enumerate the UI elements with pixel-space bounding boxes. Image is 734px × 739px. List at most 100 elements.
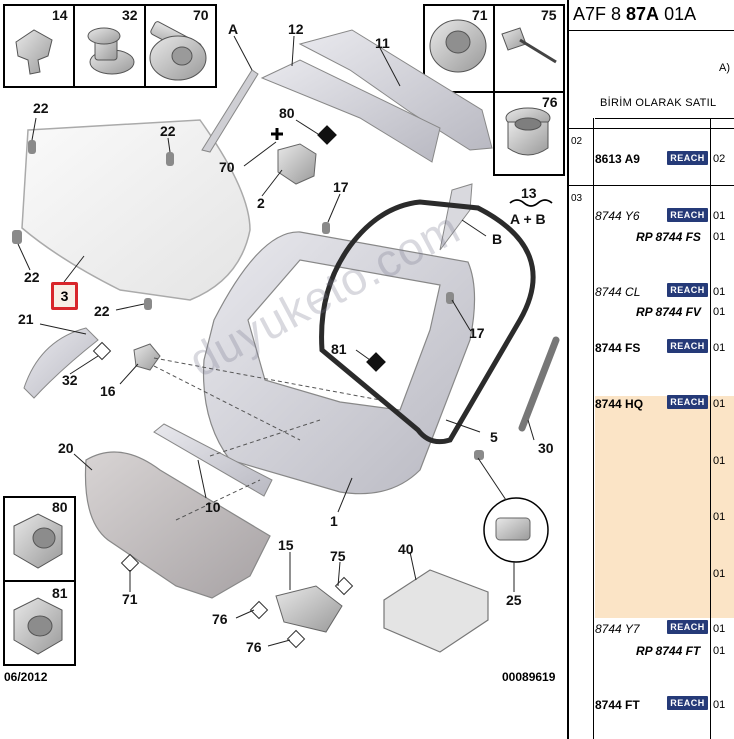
qty: 01 (713, 699, 726, 711)
trim-strip-A (201, 69, 259, 153)
callout-squares (92, 341, 354, 649)
highlighted-rows-band (595, 396, 734, 618)
trim-strip-10 (153, 423, 273, 497)
push-rivet-32-icon (87, 27, 135, 75)
code-suffix: 01A (659, 4, 697, 24)
group-02: 02 (571, 136, 583, 147)
label-3: 3 (60, 288, 69, 304)
plus-marker (271, 128, 283, 140)
part-ref-selected[interactable]: 8744 HQ (595, 397, 644, 411)
part-ref[interactable]: 8744 FT (595, 698, 640, 712)
part-ref[interactable]: 8744 Y6 (595, 209, 640, 223)
tailgate-1 (202, 231, 476, 495)
column-divider (593, 118, 594, 739)
screw-70-icon (149, 21, 207, 81)
label-2: 2 (257, 195, 265, 211)
tilde-mark-13 (509, 199, 553, 207)
label-70-diagram: 70 (219, 159, 235, 175)
reach-badge: REACH (667, 620, 708, 634)
label-76-lower: 76 (246, 639, 262, 655)
label-14: 14 (52, 7, 68, 23)
label-40: 40 (398, 541, 414, 557)
label-32-diagram: 32 (62, 372, 78, 388)
label-22-top: 22 (33, 100, 49, 116)
spoiler-11 (298, 29, 493, 151)
label-22-mid: 22 (160, 123, 176, 139)
dashed-assembly-lines (153, 357, 381, 521)
part-ref[interactable]: 8744 CL (595, 285, 641, 299)
reach-badge: REACH (667, 151, 708, 165)
qty: 01 (713, 286, 726, 298)
part-ref[interactable]: 8744 Y7 (595, 622, 640, 636)
label-a-plus-b: A + B (510, 211, 546, 227)
qty: 01 (713, 398, 726, 410)
clip-14-icon (15, 29, 53, 75)
label-76: 76 (542, 94, 558, 110)
exploded-parts-diagram: 14 32 70 71 75 76 80 81 A 12 11 22 22 80… (3, 4, 565, 684)
qty: 01 (713, 342, 726, 354)
label-17-right: 17 (469, 325, 485, 341)
parts-table-panel: A7F 8 87A 01A A) BİRİM OLARAK SATIL 02 0… (567, 0, 734, 739)
replacement-ref[interactable]: RP 8744 FS (636, 230, 701, 244)
label-22-low: 22 (94, 303, 110, 319)
highlighted-part-3[interactable]: 3 (51, 282, 78, 310)
label-12: 12 (288, 21, 304, 37)
qty: 01 (713, 623, 726, 635)
thumb-box-14-32-70 (3, 4, 217, 88)
qty: 01 (713, 568, 726, 580)
qty: 01 (713, 306, 726, 318)
qty: 01 (713, 455, 726, 467)
qty: 01 (713, 210, 726, 222)
clip-71-icon (429, 19, 487, 73)
label-16: 16 (100, 383, 116, 399)
label-80-box: 80 (52, 499, 68, 515)
reach-badge: REACH (667, 283, 708, 297)
row-divider (569, 185, 734, 186)
qty: 02 (713, 153, 726, 165)
fixings-box-40 (383, 569, 489, 653)
label-1: 1 (330, 513, 338, 529)
label-11: 11 (375, 35, 390, 51)
replacement-ref[interactable]: RP 8744 FV (636, 305, 701, 319)
inner-trim-20 (84, 451, 271, 599)
diagram-reference: 00089619 (502, 670, 556, 684)
hinge-16 (133, 343, 161, 371)
bracket-2 (277, 143, 317, 185)
gas-strut-30 (518, 336, 560, 432)
part-ref[interactable]: 8613 A9 (595, 152, 640, 166)
sold-as-unit-label: BİRİM OLARAK SATIL (600, 97, 717, 109)
label-71-diagram: 71 (122, 591, 138, 607)
reach-badge: REACH (667, 395, 708, 409)
label-5: 5 (490, 429, 498, 445)
part-ref[interactable]: 8744 FS (595, 341, 641, 355)
label-75: 75 (541, 7, 557, 23)
label-75-diagram: 75 (330, 548, 346, 564)
diagram-date: 06/2012 (4, 670, 48, 684)
label-B: B (492, 231, 503, 247)
label-20: 20 (58, 440, 74, 456)
fixing-markers (317, 125, 386, 372)
trim-strip-B (439, 183, 473, 251)
replacement-ref[interactable]: RP 8744 FT (636, 644, 701, 658)
qty: 01 (713, 645, 726, 657)
row-divider (569, 128, 734, 129)
column-divider (710, 118, 711, 739)
nut-80-icon (13, 513, 63, 569)
label-13: 13 (521, 185, 537, 201)
clips-22 (12, 140, 484, 460)
label-15: 15 (278, 537, 294, 553)
label-17-top: 17 (333, 179, 349, 195)
label-81-box: 81 (52, 585, 68, 601)
header-divider (569, 30, 734, 31)
part-code-header: A7F 8 87A 01A (573, 4, 696, 25)
plate-15 (275, 585, 343, 633)
leader-lines (17, 35, 535, 647)
label-76-upper: 76 (212, 611, 228, 627)
thumb-box-71-75-76 (423, 4, 565, 176)
weatherstrip-5 (319, 199, 536, 445)
reach-badge: REACH (667, 339, 708, 353)
code-prefix: A7F 8 (573, 4, 627, 24)
label-71: 71 (472, 7, 488, 23)
reach-badge: REACH (667, 696, 708, 710)
group-03: 03 (571, 193, 583, 204)
